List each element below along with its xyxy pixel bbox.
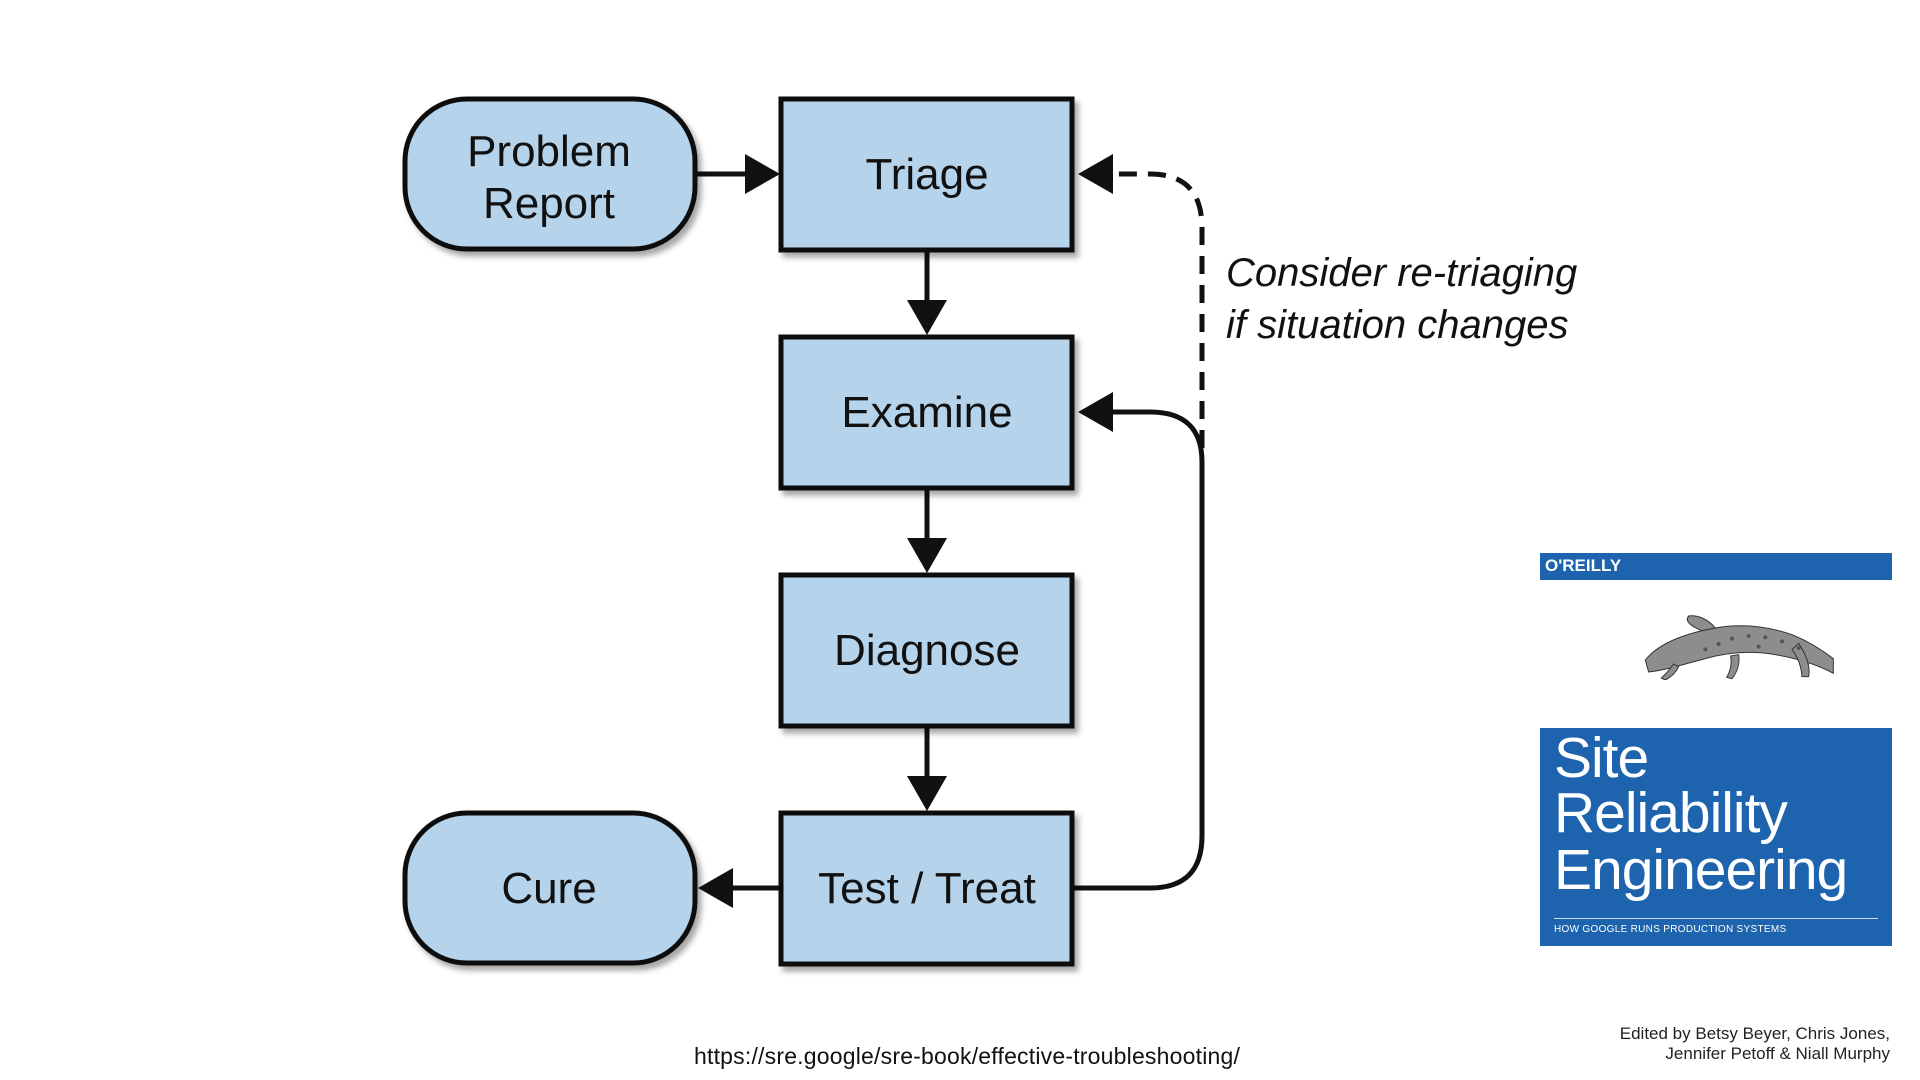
book-subtitle: HOW GOOGLE RUNS PRODUCTION SYSTEMS xyxy=(1554,924,1787,935)
node-label-cure: Cure xyxy=(501,864,596,913)
node-test-treat xyxy=(778,810,1075,967)
retriage-note: Consider re-triaging if situation change… xyxy=(1226,251,1577,347)
publisher-bar: O'REILLY xyxy=(1540,553,1892,580)
publisher-logo: O'REILLY xyxy=(1545,556,1622,575)
node-diagnose xyxy=(778,572,1075,729)
node-label-test-treat: Test / Treat xyxy=(818,864,1036,913)
source-url: https://sre.google/sre-book/effective-tr… xyxy=(694,1043,1241,1069)
node-problem-report xyxy=(402,96,698,252)
node-label-triage: Triage xyxy=(865,150,988,199)
node-triage xyxy=(778,96,1075,253)
book-cover: O'REILLY Site Reliability Engineering HO… xyxy=(1540,553,1892,946)
note-line-1: Consider re-triaging xyxy=(1226,251,1577,295)
nodes xyxy=(402,96,1075,967)
node-label-examine: Examine xyxy=(841,388,1012,437)
edges xyxy=(695,154,1205,908)
node-label-problem: Problem xyxy=(467,127,631,176)
node-examine xyxy=(778,334,1075,491)
cover-title-block: Site Reliability Engineering HOW GOOGLE … xyxy=(1540,728,1892,946)
editors-line-2: Jennifer Petoff & Niall Murphy xyxy=(1665,1044,1890,1063)
editors-line-1: Edited by Betsy Beyer, Chris Jones, xyxy=(1619,1024,1890,1043)
edge-test-loop-to-examine xyxy=(1072,392,1205,891)
node-label-diagnose: Diagnose xyxy=(834,626,1020,675)
book-editors: Edited by Betsy Beyer, Chris Jones, Jenn… xyxy=(1620,1024,1890,1064)
note-line-2: if situation changes xyxy=(1226,303,1568,347)
edge-retriage-dashed xyxy=(1078,154,1205,448)
lizard-illustration xyxy=(1644,615,1834,680)
node-labels: Problem Report Triage Examine Diagnose T… xyxy=(467,127,1036,913)
book-title-line-1: Site xyxy=(1554,726,1649,790)
node-cure xyxy=(402,810,698,966)
cover-divider xyxy=(1554,918,1878,919)
book-title-line-2: Reliability xyxy=(1554,781,1788,845)
node-label-report: Report xyxy=(483,179,615,228)
book-title-line-3: Engineering xyxy=(1554,838,1848,902)
